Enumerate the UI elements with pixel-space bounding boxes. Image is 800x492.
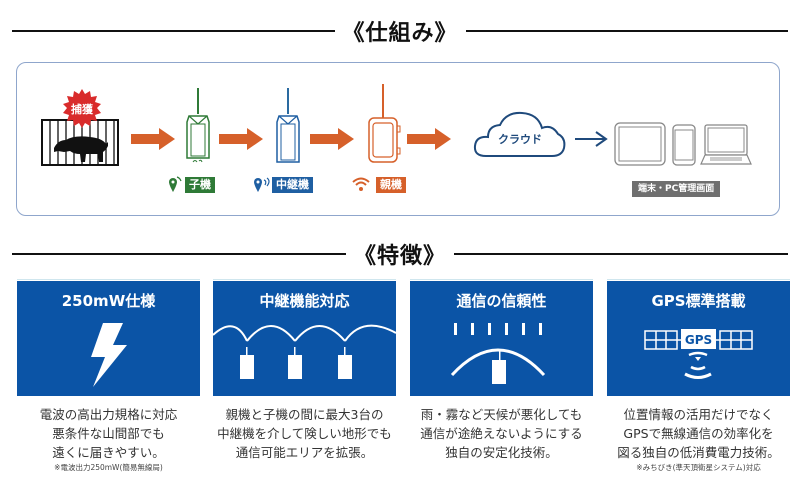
description-line: 通信が途絶えないようにする	[420, 426, 583, 441]
smartphone-icon	[672, 124, 696, 166]
mechanism-title: 《仕組み》	[342, 21, 458, 46]
description-line: 位置情報の活用だけでなく	[623, 407, 774, 422]
card-top-rule	[17, 279, 200, 280]
feature-card-reliability: 通信の信頼性	[410, 281, 593, 396]
trap-cage-icon	[41, 119, 119, 166]
relay-unit-tag: 中継機	[272, 177, 313, 193]
feature-title: 通信の信頼性	[456, 292, 547, 310]
gps-satellite-icon: GPS	[644, 329, 753, 379]
description-line: 中継機を介して険しい地形でも	[217, 426, 392, 441]
wifi-icon	[352, 177, 370, 191]
divider-line	[12, 30, 335, 32]
feature-card-gps: GPS標準搭載 GPS	[607, 281, 790, 396]
feature-description-relay: 親機と子機の間に最大3台の 中継機を介して険しい地形でも 通信可能エリアを拡張。	[213, 405, 396, 462]
parent-unit-device-icon	[368, 84, 401, 163]
description-line: 遠くに届きやすい。	[52, 445, 165, 460]
divider-line	[465, 30, 789, 32]
card-top-rule	[607, 279, 790, 280]
footnote: ※みちびき(準天頂衛星システム)対応	[636, 463, 761, 472]
footnote: ※電波出力250mW(簡易無線局)	[54, 463, 163, 472]
rain-shield-icon	[450, 323, 546, 384]
mechanism-section-header: 《仕組み》	[12, 16, 789, 46]
arrow-right-icon	[310, 128, 354, 150]
feature-title: 250mW仕様	[61, 292, 156, 310]
cloud-icon	[473, 111, 566, 157]
feature-description-reliability: 雨・霧など天候が悪化しても 通信が途絶えないようにする 独自の安定化技術。	[410, 405, 593, 462]
features-title: 《特徴》	[354, 244, 447, 269]
card-top-rule	[410, 279, 593, 280]
feature-description-power: 電波の高出力規格に対応 悪条件な山間部でも 遠くに届きやすい。 ※電波出力250…	[17, 405, 200, 474]
description-line: 図る独自の低消費電力技術。	[617, 445, 780, 460]
description-line: 電波の高出力規格に対応	[39, 407, 178, 422]
devices-pc-tag: 端末・PC管理画面	[632, 181, 721, 197]
description-line: 雨・霧など天候が悪化しても	[420, 407, 583, 422]
arrow-right-icon	[407, 128, 451, 150]
relay-network-icon	[213, 324, 396, 379]
description-line: 悪条件な山間部でも	[52, 426, 165, 441]
description-line: 通信可能エリアを拡張。	[235, 445, 374, 460]
arrow-right-icon	[219, 128, 263, 150]
feature-title: 中継機能対応	[259, 292, 350, 310]
divider-line	[454, 253, 789, 255]
description-line: GPSで無線通信の効率化を	[623, 426, 774, 441]
cloud-label: クラウド	[498, 133, 542, 146]
feature-description-gps: 位置情報の活用だけでなく GPSで無線通信の効率化を 図る独自の低消費電力技術。…	[607, 405, 790, 474]
card-top-rule	[213, 279, 396, 280]
relay-unit-device-icon	[276, 88, 300, 163]
description-line: 親機と子機の間に最大3台の	[225, 407, 384, 422]
child-unit-tag: 子機	[185, 177, 215, 193]
capture-burst-badge	[63, 89, 101, 128]
lightning-icon	[91, 323, 127, 387]
parent-unit-tag: 親機	[376, 177, 406, 193]
location-pin-icon	[169, 176, 182, 192]
tablet-icon	[614, 122, 666, 166]
capture-badge-label: 捕獲	[71, 103, 93, 116]
arrow-right-icon	[131, 128, 175, 150]
gps-label: GPS	[685, 333, 712, 347]
feature-card-relay: 中継機能対応	[213, 281, 396, 396]
description-line: 独自の安定化技術。	[445, 445, 558, 460]
features-section-header: 《特徴》	[12, 239, 789, 269]
location-pin-icon	[254, 177, 270, 192]
arrow-right-thin-icon	[575, 131, 608, 147]
child-unit-device-icon	[186, 88, 210, 163]
laptop-icon	[700, 124, 752, 165]
feature-title: GPS標準搭載	[651, 292, 746, 310]
feature-card-power: 250mW仕様	[17, 281, 200, 396]
divider-line	[12, 253, 346, 255]
